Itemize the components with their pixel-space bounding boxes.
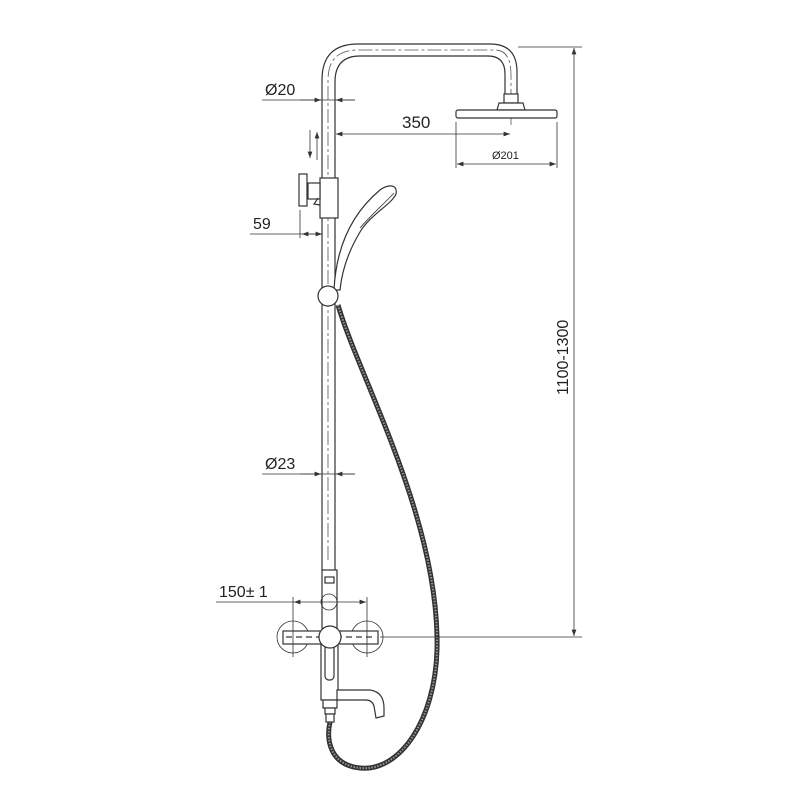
mixer-spacing-label: 150± 1 bbox=[219, 584, 268, 601]
hand-shower-holder bbox=[298, 173, 339, 219]
holder-offset-label: 59 bbox=[253, 216, 271, 233]
dimension-mixer-spacing: 150± 1 bbox=[216, 584, 368, 657]
head-diameter-label: Ø201 bbox=[492, 150, 519, 162]
overhead-shower-head bbox=[455, 93, 558, 119]
arm-length-label: 350 bbox=[402, 113, 430, 132]
dimension-height-range: 1100-1300 bbox=[380, 46, 582, 638]
dimension-pipe-top-diameter: Ø20 bbox=[262, 82, 355, 103]
slide-direction-icon bbox=[307, 130, 320, 160]
shower-rod bbox=[321, 43, 518, 570]
hand-shower bbox=[317, 185, 397, 307]
dimension-pipe-bottom-diameter: Ø23 bbox=[262, 456, 355, 477]
pipe-top-diameter-label: Ø20 bbox=[265, 82, 295, 99]
dimension-arm-length: 350 bbox=[336, 113, 510, 137]
dimension-head-diameter: Ø201 bbox=[455, 122, 558, 168]
height-range-label: 1100-1300 bbox=[555, 320, 572, 395]
pipe-bottom-diameter-label: Ø23 bbox=[265, 456, 295, 473]
shower-hose bbox=[326, 304, 440, 771]
dimension-holder-offset: 59 bbox=[250, 210, 322, 238]
